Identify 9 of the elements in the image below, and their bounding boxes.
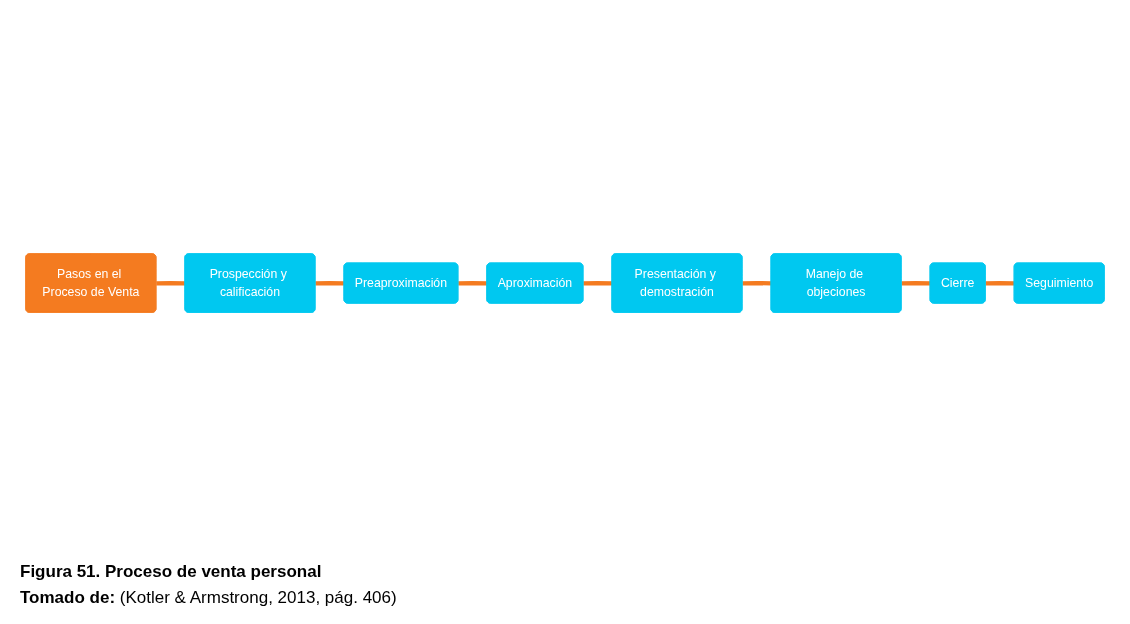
connector <box>985 280 1015 286</box>
connector <box>458 280 488 286</box>
figure-caption: Figura 51. Proceso de venta personal <box>20 562 323 582</box>
connector <box>156 280 186 286</box>
connector <box>583 280 613 286</box>
source-note: Tomado de: (Kotler & Armstrong, 2013, pág. 406) <box>20 588 398 608</box>
connector <box>901 280 931 286</box>
connector <box>742 280 772 286</box>
connector <box>315 280 345 286</box>
